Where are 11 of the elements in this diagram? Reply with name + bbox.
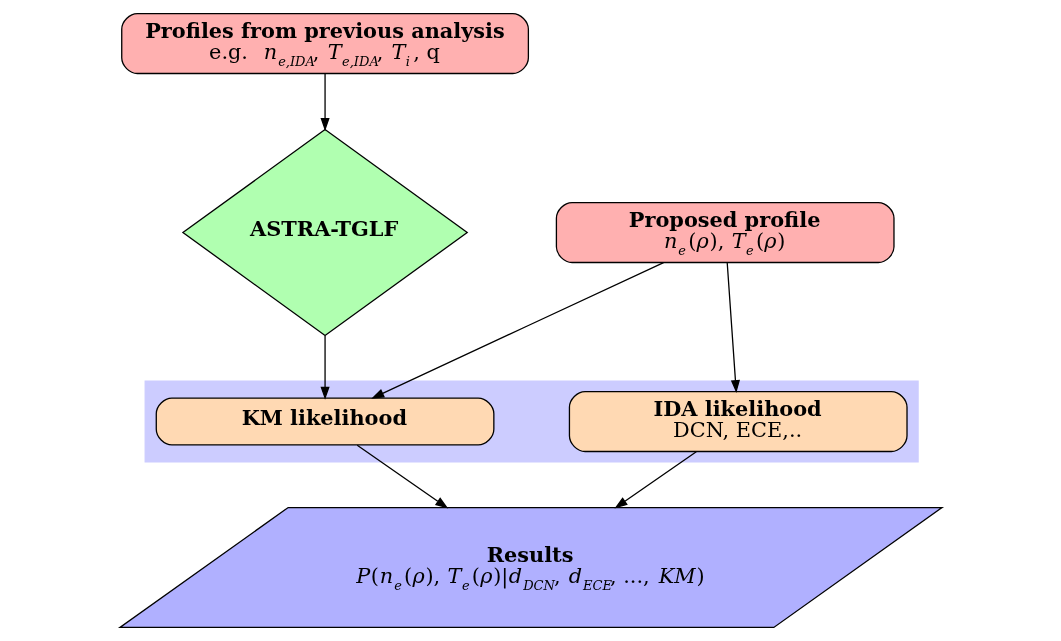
arrow — [614, 451, 697, 509]
node-box: Profiles from previous analysis e.g. n$_{e,IDA}$, T$_{e,IDA}$, T$_{i}$, q — [120, 12, 529, 75]
node-diamond: ASTRA-TGLF — [181, 128, 468, 337]
arrow — [356, 444, 448, 509]
arrow — [370, 261, 664, 399]
arrow — [320, 335, 330, 400]
node-box: KM likelihood — [155, 397, 494, 446]
arrow — [726, 261, 740, 394]
arrow — [320, 72, 330, 132]
node-box: Proposed profile n$_{e}$(ρ), T$_{e}$(ρ) — [555, 201, 895, 264]
node-box: IDA likelihood DCN, ECE,.. — [568, 390, 908, 453]
